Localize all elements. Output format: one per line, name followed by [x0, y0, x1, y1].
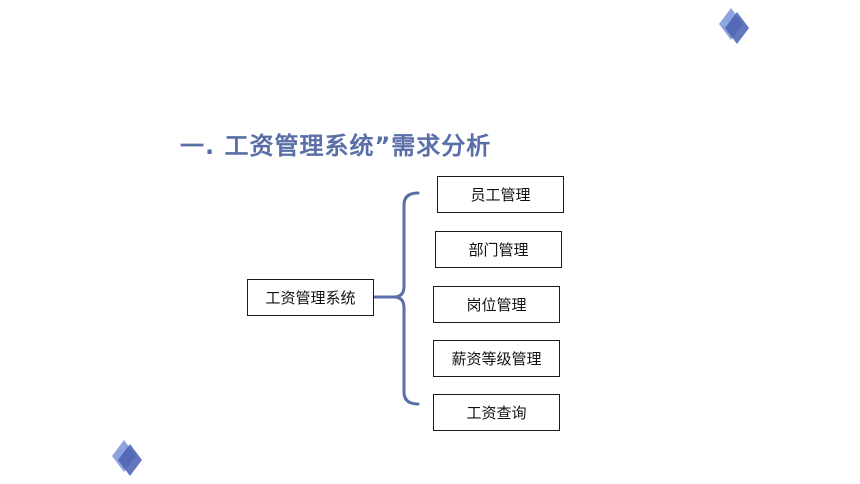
- page-title: 一. 工资管理系统”需求分析: [180, 132, 492, 160]
- module-box-employee: 员工管理: [437, 176, 564, 213]
- root-node-label: 工资管理系统: [265, 289, 356, 307]
- module-label: 岗位管理: [466, 296, 527, 314]
- root-node-box: 工资管理系统: [247, 279, 374, 316]
- module-label: 员工管理: [470, 186, 531, 204]
- module-box-department: 部门管理: [435, 231, 562, 268]
- module-label: 工资查询: [466, 404, 527, 422]
- module-box-salary-grade: 薪资等级管理: [433, 340, 560, 377]
- diamond-decoration-bottom-left-icon: [112, 440, 142, 476]
- module-box-position: 岗位管理: [433, 286, 560, 323]
- module-label: 薪资等级管理: [451, 350, 542, 368]
- module-box-salary-query: 工资查询: [433, 394, 560, 431]
- module-label: 部门管理: [468, 241, 529, 259]
- diamond-decoration-top-right-icon: [719, 8, 749, 44]
